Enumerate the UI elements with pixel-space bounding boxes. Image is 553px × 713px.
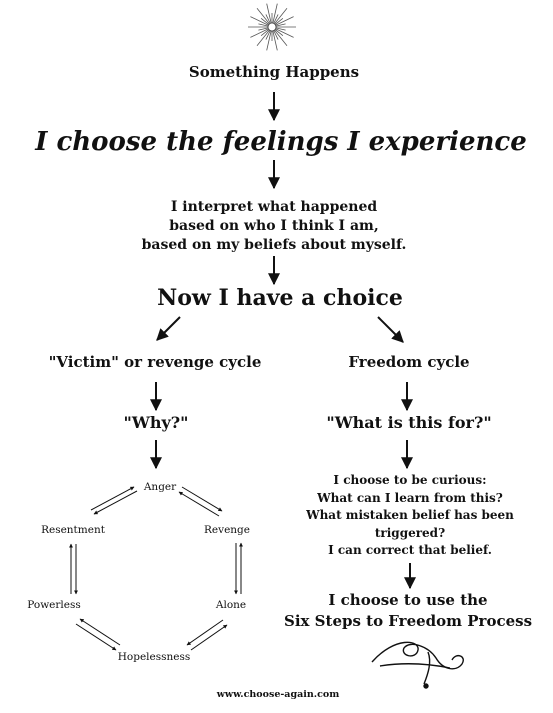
- curious-line-4: triggered?: [374, 525, 446, 540]
- step-choice: Now I have a choice: [157, 285, 403, 311]
- six-steps-text: I choose to use the Six Steps to Freedom…: [284, 590, 532, 632]
- cycle-node-revenge: Revenge: [204, 524, 250, 536]
- cycle-node-resentment: Resentment: [41, 524, 105, 536]
- cycle-node-alone: Alone: [215, 599, 247, 611]
- curious-line-5: I can correct that belief.: [328, 543, 492, 557]
- curious-line-2: What can I learn from this?: [317, 490, 503, 505]
- curious-text: I choose to be curious: What can I learn…: [306, 472, 514, 560]
- why-question: "Why?": [123, 413, 189, 432]
- victim-cycle-title: "Victim" or revenge cycle: [48, 353, 262, 371]
- step-something-happens: Something Happens: [188, 63, 360, 81]
- what-is-this-for-question: "What is this for?": [326, 413, 492, 432]
- interpret-line-2: based on who I think I am,: [169, 218, 379, 234]
- freedom-cycle-title: Freedom cycle: [348, 353, 470, 371]
- step-choose-feelings: I choose the feelings I experience: [35, 127, 527, 157]
- footer-url[interactable]: www.choose-again.com: [216, 689, 340, 700]
- cycle-node-powerless: Powerless: [27, 599, 81, 611]
- six-steps-line-1: I choose to use the: [328, 591, 488, 609]
- cycle-node-hopelessness: Hopelessness: [117, 651, 191, 663]
- arrow-branch-left: [156, 316, 181, 341]
- curious-line-3: What mistaken belief has been: [306, 508, 514, 522]
- step-interpret: I interpret what happened based on who I…: [142, 198, 407, 255]
- six-steps-line-2: Six Steps to Freedom Process: [283, 612, 533, 630]
- arrow-branch-right: [377, 316, 404, 343]
- interpret-line-3: based on my beliefs about myself.: [141, 237, 407, 253]
- cycle-node-anger: Anger: [143, 481, 177, 493]
- curious-line-1: I choose to be curious:: [333, 473, 487, 487]
- interpret-line-1: I interpret what happened: [170, 199, 378, 215]
